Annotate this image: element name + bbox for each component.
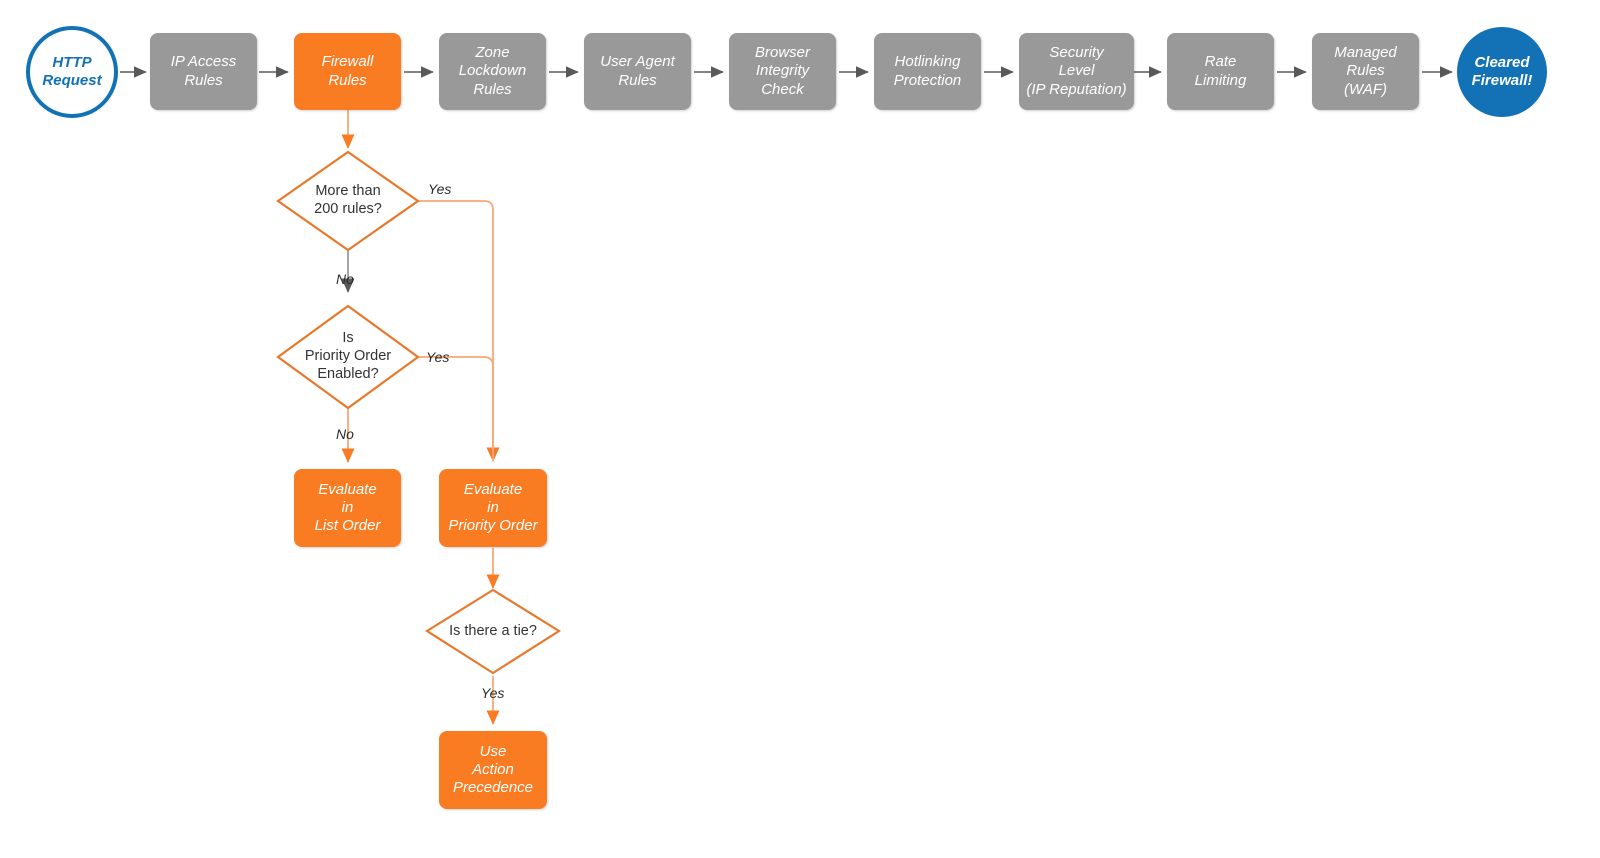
- node-security-level[interactable]: Security Level (IP Reputation): [1019, 33, 1134, 110]
- node-zone-lockdown-rules[interactable]: Zone Lockdown Rules: [439, 33, 546, 110]
- node-browser-integrity-check-label: Browser Integrity Check: [754, 44, 810, 98]
- decision-more-than-200-rules-label: More than 200 rules?: [314, 183, 382, 217]
- node-ip-access-rules-label: IP Access Rules: [170, 53, 237, 89]
- node-firewall-rules[interactable]: Firewall Rules: [294, 33, 401, 110]
- node-hotlinking-protection-label: Hotlinking Protection: [893, 53, 962, 89]
- node-evaluate-list-order[interactable]: Evaluate in List Order: [294, 469, 401, 547]
- edge-yes-priority-enabled: [419, 356, 494, 461]
- node-managed-rules-waf-label: Managed Rules (WAF): [1334, 44, 1397, 98]
- edge-label-yes-priority-enabled: Yes: [426, 349, 450, 365]
- node-hotlinking-protection[interactable]: Hotlinking Protection: [874, 33, 981, 110]
- edge-label-no-priority-enabled: No: [336, 426, 354, 442]
- node-cleared-firewall-label: Cleared Firewall!: [1471, 53, 1533, 89]
- edge-label-no-more-than-200: No: [336, 271, 354, 287]
- node-rate-limiting[interactable]: Rate Limiting: [1167, 33, 1274, 110]
- node-http-request[interactable]: HTTP Request: [26, 26, 118, 118]
- edge-yes-more-than-200: [419, 200, 500, 462]
- decision-priority-order-enabled-label: Is Priority Order Enabled?: [304, 330, 392, 382]
- node-evaluate-priority-order[interactable]: Evaluate in Priority Order: [439, 469, 547, 547]
- node-firewall-rules-label: Firewall Rules: [321, 53, 374, 89]
- node-evaluate-priority-order-label: Evaluate in Priority Order: [448, 480, 538, 535]
- node-managed-rules-waf[interactable]: Managed Rules (WAF): [1312, 33, 1419, 110]
- node-zone-lockdown-rules-label: Zone Lockdown Rules: [458, 44, 527, 98]
- node-browser-integrity-check[interactable]: Browser Integrity Check: [729, 33, 836, 110]
- node-ip-access-rules[interactable]: IP Access Rules: [150, 33, 257, 110]
- node-http-request-label: HTTP Request: [42, 53, 102, 89]
- decision-is-there-a-tie-label: Is there a tie?: [449, 622, 537, 639]
- decision-priority-order-enabled[interactable]: Is Priority Order Enabled?: [278, 306, 418, 408]
- node-use-action-precedence[interactable]: Use Action Precedence: [439, 731, 547, 809]
- node-user-agent-rules-label: User Agent Rules: [600, 53, 675, 89]
- edge-label-yes-tie: Yes: [481, 685, 505, 701]
- node-rate-limiting-label: Rate Limiting: [1194, 53, 1247, 89]
- node-use-action-precedence-label: Use Action Precedence: [452, 742, 534, 797]
- node-user-agent-rules[interactable]: User Agent Rules: [584, 33, 691, 110]
- node-cleared-firewall[interactable]: Cleared Firewall!: [1457, 27, 1547, 117]
- decision-is-there-a-tie[interactable]: Is there a tie?: [427, 590, 559, 673]
- node-evaluate-list-order-label: Evaluate in List Order: [314, 480, 381, 535]
- edge-label-yes-more-than-200: Yes: [428, 181, 452, 197]
- decision-more-than-200-rules[interactable]: More than 200 rules?: [278, 152, 418, 250]
- node-security-level-label: Security Level (IP Reputation): [1026, 44, 1127, 98]
